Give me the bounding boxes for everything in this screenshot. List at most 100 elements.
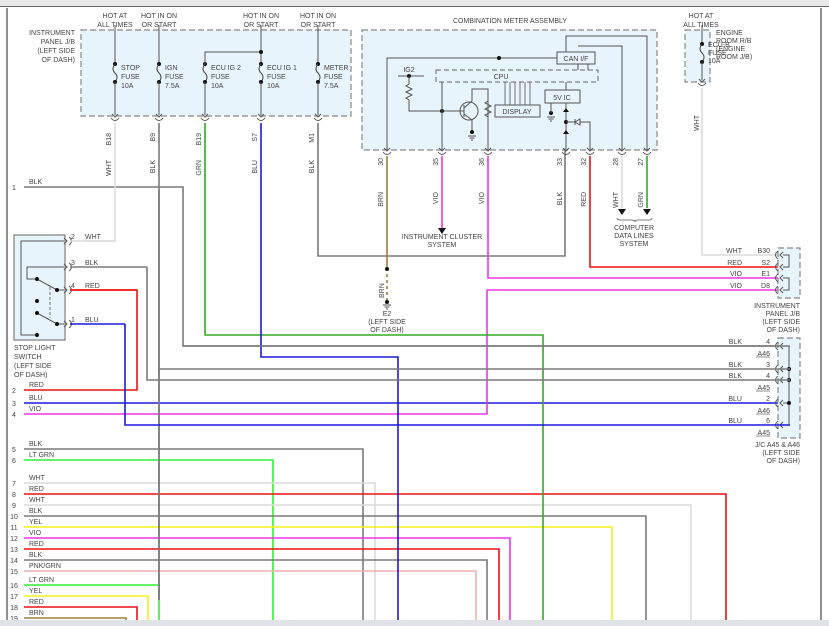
engine-rb-label: (ENGINE [716,46,746,53]
pin-label: 30 [378,158,385,166]
wire-ecuig1-blu [260,123,399,626]
fuse-icon [699,43,705,63]
cpu-box [435,69,599,83]
connector-icon [438,147,446,152]
jc-label: J/C A45 & A46 [755,442,800,449]
pin-label: 33 [557,158,564,166]
fuse-label: STOP [121,65,140,72]
wire-color-label: BLK [29,508,43,515]
ecu-ig2-feed [204,51,261,64]
wire-11-yel [24,526,613,626]
jb-short-link [783,254,790,268]
junction-dot [385,267,389,271]
cpu-label: CPU [494,74,509,81]
wire-color-label: LT GRN [29,577,54,584]
can-line-28 [578,45,623,150]
pin-label: 4 [71,283,75,290]
pin-label: 2 [71,234,75,241]
arrow-down-icon [643,209,651,215]
can-if-label: CAN I/F [564,56,589,63]
engine-rb-supply-label: HOT AT [689,13,714,20]
wire-color-label: BLK [729,362,743,369]
connector-icon [111,113,119,118]
wire-number: 3 [12,401,16,408]
wire-ecub-wht [701,88,790,256]
wire-color-label: BLK [729,339,743,346]
connector-icon [618,147,626,152]
wire-switch-1-blu [124,324,790,426]
wire-number: 2 [12,388,16,395]
stop-light-switch-label: (LEFT SIDE [14,363,52,370]
pin-label: 27 [638,158,645,166]
wire-color-label: RED [85,283,100,290]
wire-number: 9 [12,503,16,510]
connector-icon [63,320,68,328]
wire-color-label: VIO [29,530,42,537]
fuse-label: 10A [267,83,280,90]
connector-socket [585,151,595,155]
pin-label: E1 [761,271,770,278]
fuse-label: 7.5A [165,83,180,90]
wire-color-label: RED [29,486,44,493]
computer-data-lines-label: DATA LINES [614,233,654,240]
pin-label: 32 [581,158,588,166]
wire-number: 4 [12,412,16,419]
pin-label: 28 [613,158,620,166]
fuse-label: METER [324,65,349,72]
instrument-cluster-system-label: INSTRUMENT CLUSTER [402,234,482,241]
connector-icon [779,251,784,259]
wire-4-vio [24,289,790,415]
engine-rb-label: ENGINE [716,30,743,37]
wire-15-pnkgrn [24,570,477,626]
connector-icon [63,263,68,271]
wire-14-blk [24,559,488,626]
wire-meter-blk [317,123,566,257]
computer-data-lines-label: COMPUTER [614,225,654,232]
pin-label: 36 [479,158,486,166]
engine-fuse-label: ECU-B [708,42,730,49]
connector-icon [586,147,594,152]
fuse-icon [258,63,264,83]
ip-jb-label: OF DASH) [42,57,75,64]
connector-icon [779,286,784,294]
fuse-label: 10A [211,83,224,90]
engine-rb-supply-label: ALL TIMES [683,22,719,29]
wire-number: 18 [10,605,18,612]
wire-number: 11 [10,525,17,532]
ground-icon [468,135,476,141]
connector-icon [779,274,784,282]
wire-color-label: BRN [378,192,385,207]
wire-number: 15 [10,569,18,576]
wire-color-label: YEL [29,519,42,526]
wire-color-label: BLU [728,396,742,403]
wire-number: 5 [12,447,16,454]
connector-socket [154,117,164,121]
connector-icon [155,113,163,118]
fuse-supply-label: HOT IN ON [300,13,336,20]
wire-color-label: YEL [29,588,42,595]
wire-color-label: RED [29,599,44,606]
fuse-label: FUSE [267,74,286,81]
wire-8-red [24,493,727,626]
wire-color-label: BLU [29,395,43,402]
connector-icon [383,147,391,152]
resistor-icon [483,100,493,118]
jc-label: OF DASH) [767,458,800,465]
wire-12-vio [24,537,511,626]
fuse-label: IGN [165,65,177,72]
display-label: DISPLAY [502,109,531,116]
wire-number: 8 [12,492,16,499]
connector-socket [200,117,210,121]
engine-fuse-label: 10A [708,58,721,65]
switch-contact-dot [55,288,59,292]
wire-number: 1 [12,185,16,192]
fuse-label: ECU IG 1 [267,65,297,72]
wire-color-label: GRN [196,160,203,176]
wire-color-label: BLK [29,441,43,448]
fuse-label: ECU IG 2 [211,65,241,72]
junction-dot [259,50,263,54]
pin-label: 35 [433,158,440,166]
wire-color-label: BLK [150,160,157,174]
connector-icon [562,147,570,152]
